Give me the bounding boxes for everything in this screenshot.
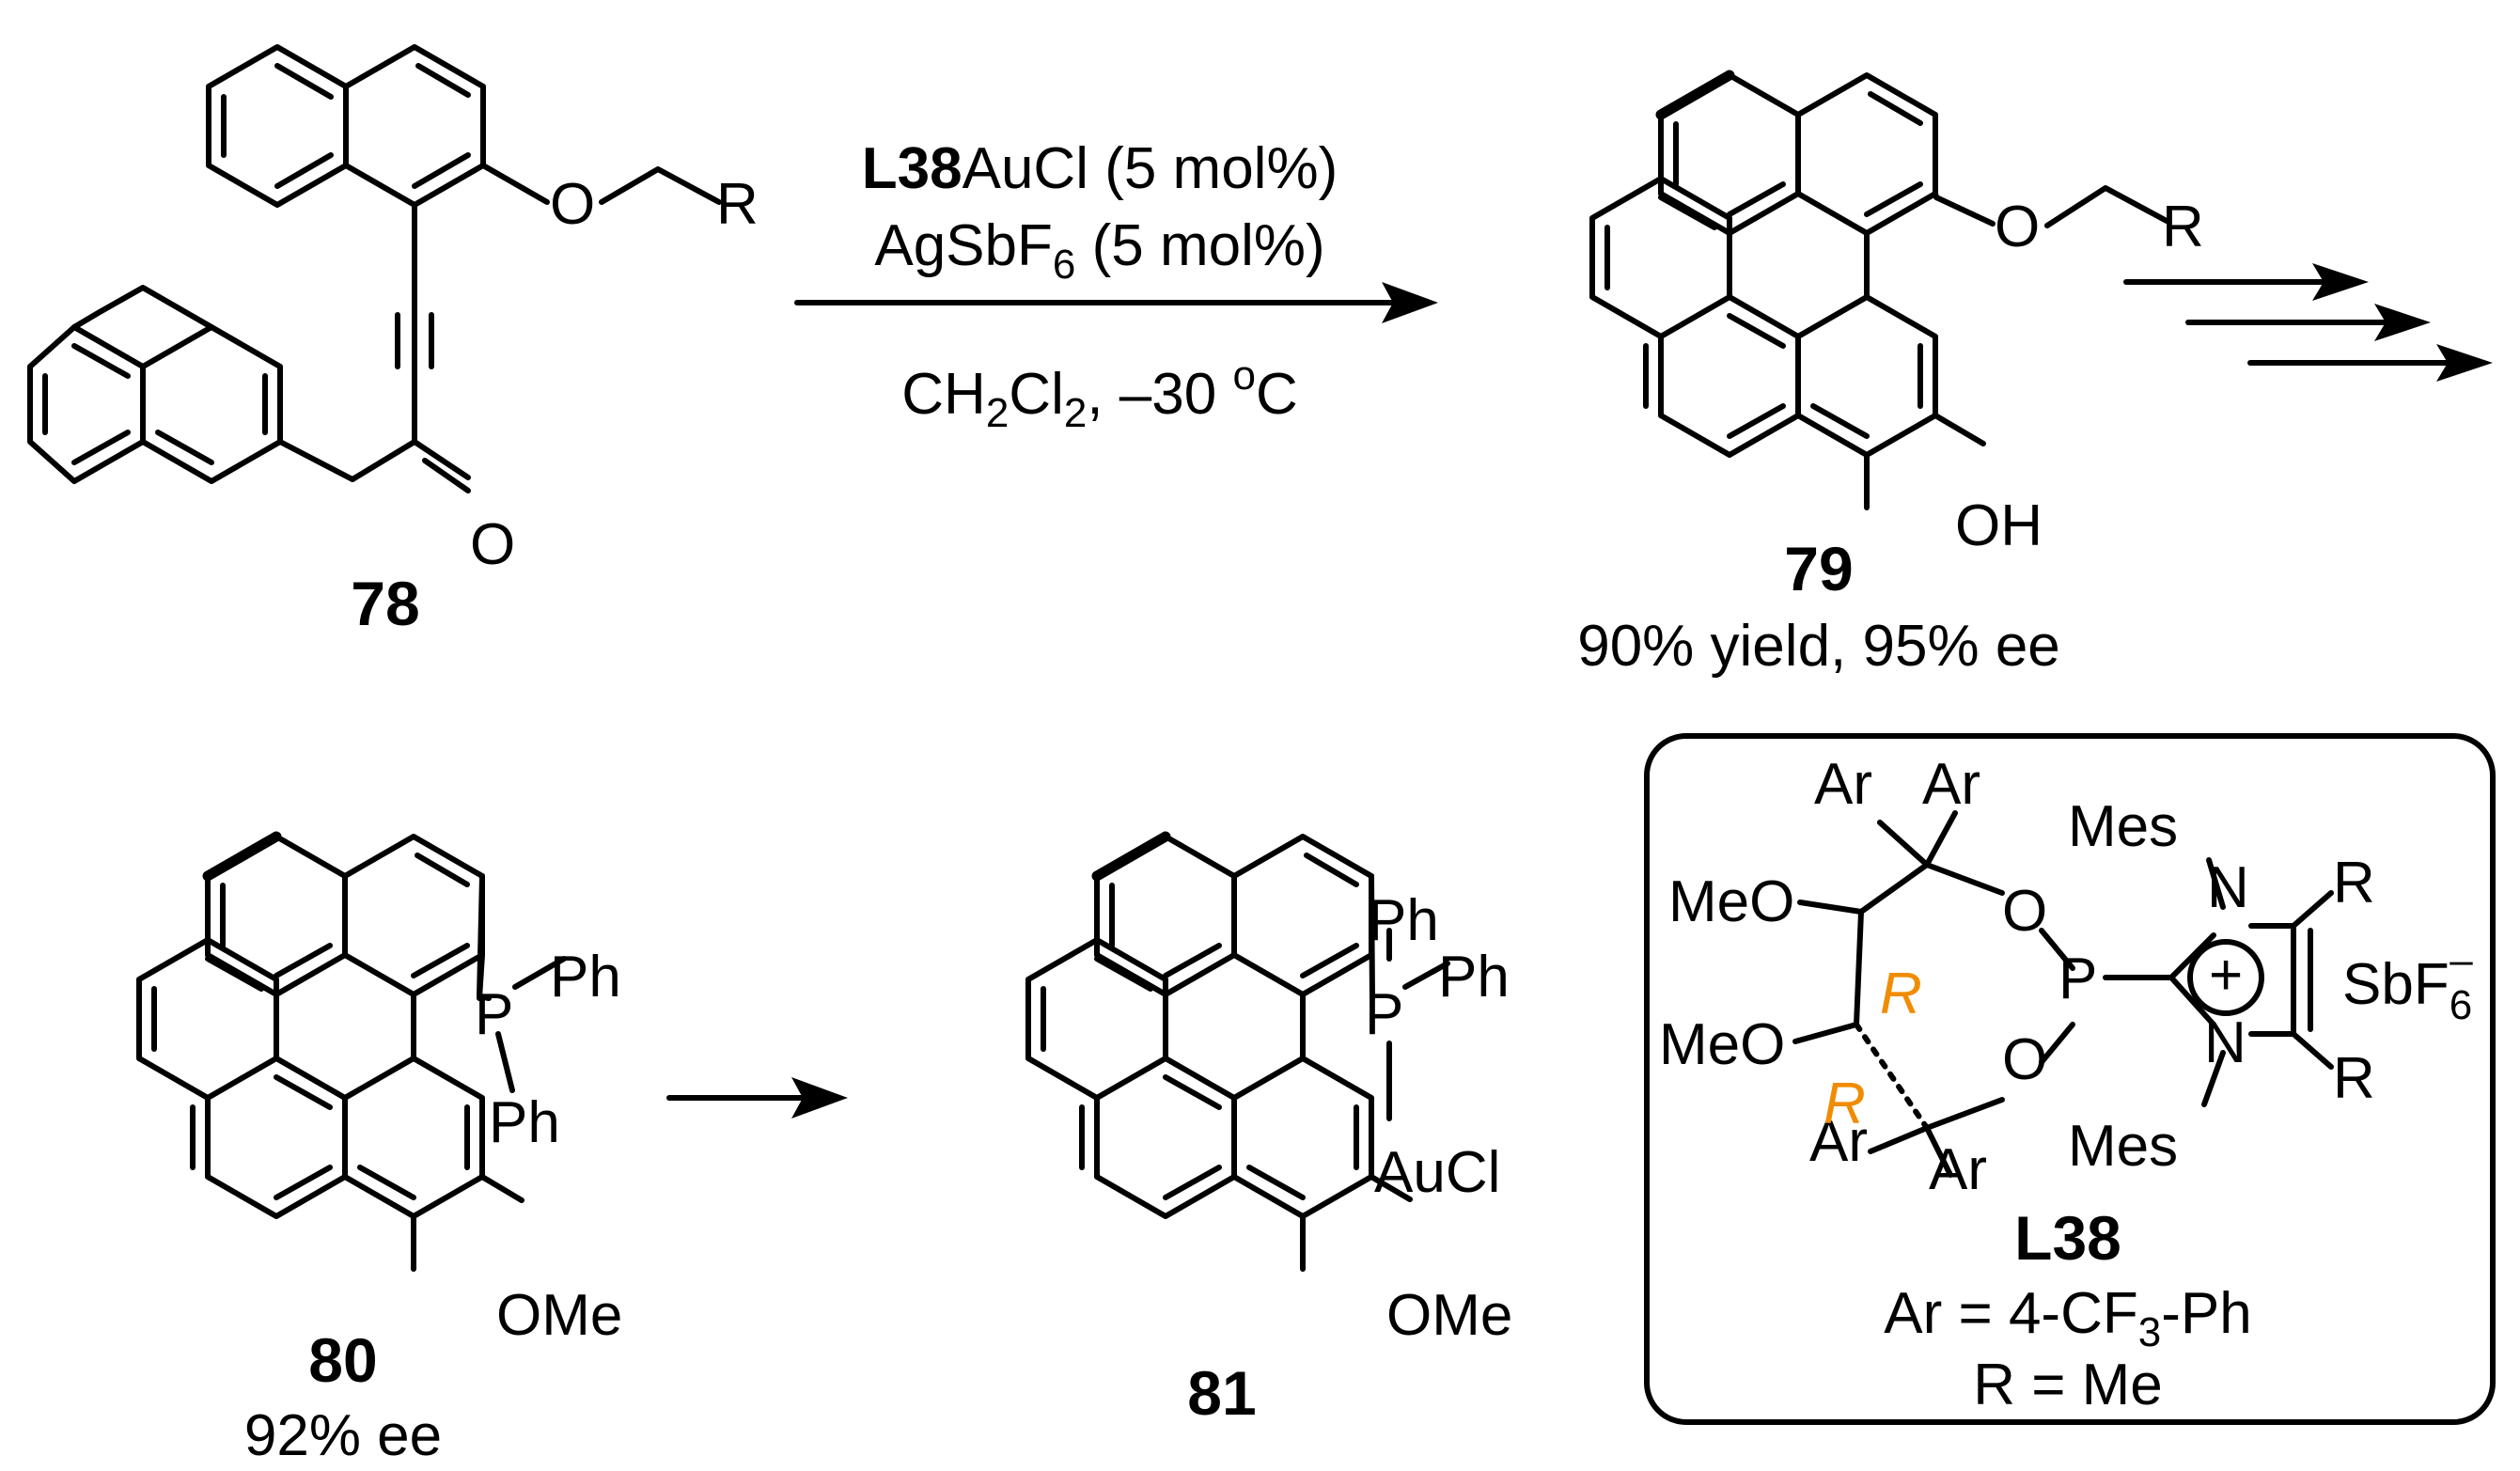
atom-r-bot: R [2333,1046,2375,1111]
atom-n-top: N [2207,855,2249,920]
solvent-2: Cl [1009,362,1064,427]
compound-78-structure: O R O 78 [27,44,759,638]
atom-ph1-81: Ph [1368,888,1439,953]
compound-79-structure: O R OH 79 90% yield, 95% ee [1577,70,2204,679]
atom-p-80: P [475,982,513,1047]
atom-r-78: R [716,172,759,237]
ligand-label-l38: L38 [2014,1203,2121,1273]
solvent-1: CH [901,362,986,427]
solvent-3: , –30 [1087,362,1232,427]
atom-ph2-80: Ph [489,1090,560,1155]
atom-r-79: R [2162,195,2204,259]
atom-o-ether-78: O [550,172,595,237]
compound-label-81: 81 [1187,1358,1256,1428]
ar-def-rest: -Ph [2161,1281,2251,1346]
atom-meo-bot: MeO [1659,1012,1785,1077]
compound-80-structure: P Ph Ph OMe 80 92% ee [136,831,622,1468]
atom-n-bot: N [2204,1010,2246,1075]
reaction-arrow-1 [794,282,1438,323]
counterion-sbf6: SbF6– [2342,937,2473,1028]
atom-oh-79: OH [1955,493,2043,558]
atom-aucl-81: AuCl [1374,1140,1500,1205]
reaction-arrow-2 [666,1077,848,1119]
atom-r-top: R [2333,851,2375,915]
additive-line: AgSbF6 (5 mol%) [874,213,1324,288]
atom-p: P [2058,947,2097,1011]
atom-ph1-80: Ph [550,945,621,1009]
counterion-sub: 6 [2450,982,2472,1028]
additive-sub: 6 [1053,242,1075,288]
solvent-sub2: 2 [1064,390,1087,436]
atom-mes-top: Mes [2068,794,2178,859]
result-80: 92% ee [244,1403,442,1468]
ar-definition: Ar = 4-CF3-Ph [1884,1281,2251,1355]
compound-label-79: 79 [1784,534,1853,603]
cation-plus: + [2209,943,2243,1008]
counterion-main: SbF [2342,952,2450,1017]
ligand-l38-box: Ar Ar MeO MeO O O P N N Mes Mes R R + Sb… [1644,733,2496,1425]
atom-ome-80: OMe [496,1283,622,1348]
compound-label-80: 80 [308,1325,377,1395]
atom-ar-bot2: Ar [1929,1137,1987,1202]
solvent-sub1: 2 [986,390,1009,436]
atom-meo-top: MeO [1668,869,1794,934]
additive-main: AgSbF [874,213,1053,278]
additive-rest: (5 mol%) [1075,213,1324,278]
atom-o-ether-79: O [1995,195,2040,259]
catalyst-bold: L38 [862,136,963,201]
stereo-label-r2: R [1823,1072,1866,1136]
compound-label-78: 78 [351,569,419,638]
atom-o-bot: O [2002,1027,2047,1092]
solvent-line: CH2Cl2, –30 oC [901,352,1297,436]
atom-ph2-81: Ph [1438,945,1510,1009]
ar-def-main: Ar = 4-CF [1884,1281,2137,1346]
catalyst-rest: AuCl (5 mol%) [963,136,1338,201]
temp-sup: o [1232,352,1255,399]
r-definition: R = Me [1973,1353,2163,1417]
multi-step-arrows [2123,263,2493,382]
result-79: 90% yield, 95% ee [1577,614,2060,679]
temp-unit: C [1256,362,1298,427]
ar-def-sub: 3 [2138,1309,2161,1355]
atom-o-ketone-78: O [470,512,515,577]
atom-p-81: P [1365,982,1403,1047]
compound-81-structure: P Ph Ph AuCl OMe 81 [1025,831,1512,1428]
atom-mes-bot: Mes [2068,1114,2178,1179]
atom-ar-bot1: Ar [1809,1109,1868,1174]
atom-ar-top1: Ar [1814,752,1872,817]
stereo-label-r1: R [1880,962,1922,1026]
atom-o-top: O [2002,879,2047,944]
atom-ar-top2: Ar [1922,752,1980,817]
catalyst-line: L38AuCl (5 mol%) [862,136,1338,201]
atom-ome-81: OMe [1386,1283,1512,1348]
counterion-sup: – [2450,937,2473,983]
